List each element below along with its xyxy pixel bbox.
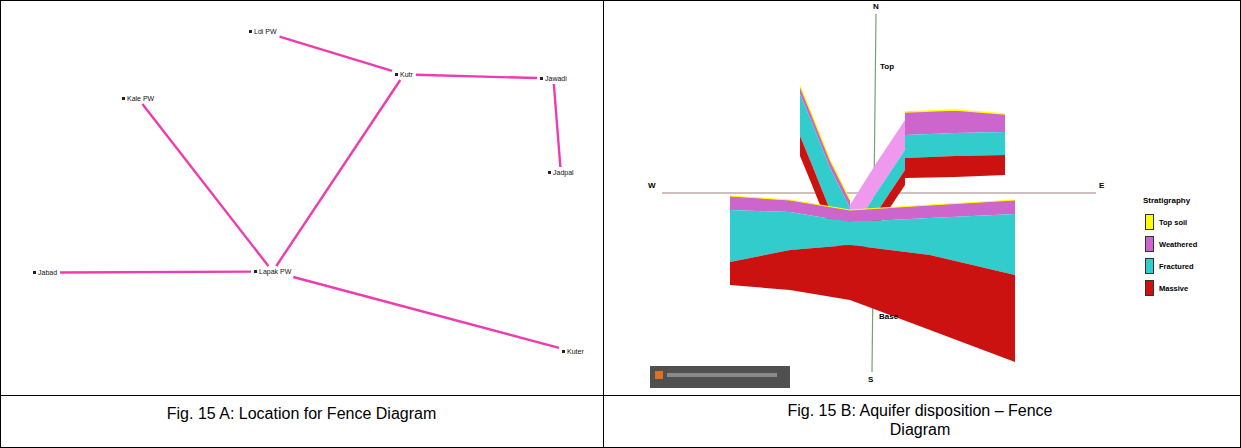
- top-soil-layer: [730, 196, 850, 210]
- well-point: [249, 30, 252, 33]
- axis-label: W: [648, 181, 656, 190]
- thumbnail-bar: [650, 366, 790, 388]
- well-location: Jawadi: [538, 74, 569, 83]
- legend-label: Weathered: [1159, 240, 1197, 249]
- axis-label: Top: [880, 62, 894, 71]
- axis-label: N: [873, 2, 879, 11]
- legend-swatch: [1145, 214, 1154, 230]
- figure-caption: Fig. 15 B: Aquifer disposition – Fence D…: [760, 401, 1080, 439]
- well-location: Ldi PW: [247, 27, 279, 36]
- massive-layer: [905, 155, 1005, 178]
- well-point: [548, 171, 551, 174]
- well-location: Kale PW: [120, 94, 156, 103]
- fence-front-east-panel: [850, 200, 1015, 362]
- legend-swatch: [1145, 236, 1154, 252]
- section-line: [554, 84, 561, 167]
- well-point: [540, 77, 543, 80]
- well-name: Jawadi: [545, 75, 567, 82]
- well-point: [254, 270, 257, 273]
- legend-swatch: [1145, 258, 1154, 274]
- section-line: [280, 37, 392, 71]
- top-soil-layer: [905, 110, 1005, 114]
- legend-entry: Weathered: [1145, 236, 1197, 252]
- massive-layer: [730, 245, 850, 300]
- legend-entry: Massive: [1145, 280, 1188, 296]
- well-name: Kutr: [400, 71, 413, 78]
- section-line: [142, 104, 268, 266]
- section-line: [293, 277, 559, 348]
- cell-divider: [603, 0, 604, 448]
- well-name: Kale PW: [127, 95, 154, 102]
- thumbnail-line: [667, 373, 777, 377]
- well-point: [395, 73, 398, 76]
- well-point: [33, 271, 36, 274]
- thumbnail-icon: [655, 371, 663, 379]
- legend-entry: Top soil: [1145, 214, 1187, 230]
- well-name: Jadpal: [553, 169, 574, 176]
- figure-caption: Fig. 15 A: Location for Fence Diagram: [0, 404, 603, 423]
- legend-label: Massive: [1159, 284, 1188, 293]
- well-name: Kuter: [567, 348, 584, 355]
- section-line: [416, 75, 537, 78]
- legend-label: Fractured: [1159, 262, 1194, 271]
- well-location: Kutr: [393, 70, 415, 79]
- well-point: [122, 97, 125, 100]
- legend-label: Top soil: [1159, 218, 1187, 227]
- weathered-layer: [905, 110, 1005, 135]
- well-name: Ldi PW: [254, 28, 277, 35]
- caption-row-divider: [0, 395, 1241, 396]
- legend-entry: Fractured: [1145, 258, 1194, 274]
- massive-layer: [850, 245, 1015, 362]
- taskbar-thumbnail: [650, 366, 790, 388]
- section-line: [276, 80, 400, 266]
- legend-title: Stratigraphy: [1143, 196, 1190, 205]
- well-point: [562, 350, 565, 353]
- legend-swatch: [1145, 280, 1154, 296]
- well-location: Lapak PW: [252, 267, 293, 276]
- section-line: [60, 270, 251, 273]
- well-location: Kuter: [560, 347, 586, 356]
- fractured-layer: [905, 132, 1005, 158]
- axis-label: Base: [879, 312, 898, 321]
- well-location: Jabad: [31, 268, 59, 277]
- well-location: Jadpal: [546, 168, 576, 177]
- top-soil-layer: [800, 86, 850, 200]
- well-name: Lapak PW: [259, 268, 291, 275]
- axis-label: S: [868, 375, 873, 384]
- well-name: Jabad: [38, 269, 57, 276]
- fence-front-west-panel: [730, 196, 850, 300]
- top-soil-layer: [850, 200, 1015, 210]
- axis-label: E: [1099, 181, 1104, 190]
- fence-back-right-panel: [905, 110, 1005, 178]
